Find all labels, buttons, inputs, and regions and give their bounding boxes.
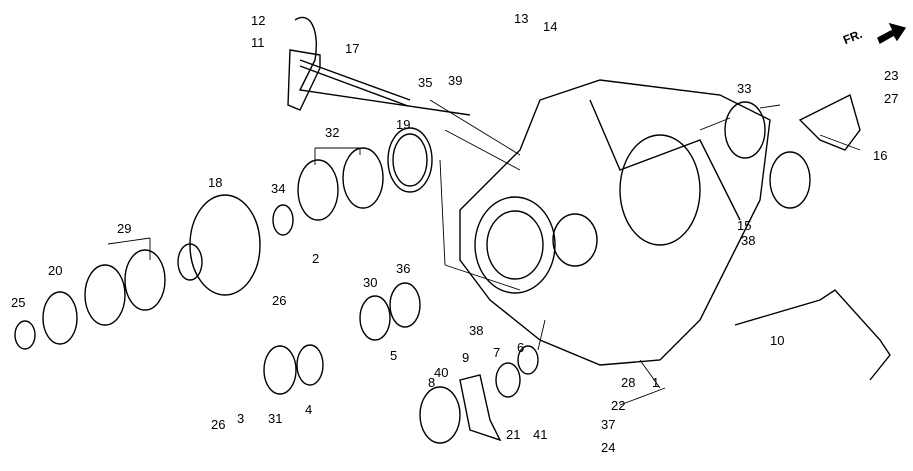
callout-34: 34 [271,181,286,196]
oil-pipe [734,289,891,381]
front-direction-arrow-icon [877,22,907,45]
callout-23: 23 [884,68,899,83]
callout-2: 2 [312,251,320,266]
callout-25: 25 [11,295,26,310]
transmission-housing [459,79,771,366]
callout-6: 6 [517,340,525,355]
callout-30: 30 [363,275,378,290]
callout-4: 4 [305,402,313,417]
callout-41: 41 [533,427,548,442]
callout-5: 5 [390,348,398,363]
callout-38: 38 [741,233,756,248]
callout-19: 19 [396,117,411,132]
callout-1: 1 [652,375,660,390]
callout-33: 33 [737,81,752,96]
bearings-and-rings [14,101,811,444]
callout-39: 39 [448,73,463,88]
shift-shaft [287,49,411,111]
callout-28: 28 [621,375,636,390]
callout-40: 40 [434,365,449,380]
callout-20: 20 [48,263,63,278]
callout-8: 8 [428,375,436,390]
callout-16: 16 [873,148,888,163]
callout-22: 22 [611,398,626,413]
callout-7: 7 [493,345,501,360]
callout-31: 31 [268,411,283,426]
oil-guide-plate [459,374,502,442]
leader-lines [107,99,861,406]
callout-11: 11 [251,35,265,50]
callout-18: 18 [208,175,223,190]
callout-32: 32 [325,125,340,140]
callout-12: 12 [251,13,266,28]
callout-14: 14 [543,19,558,34]
callout-26: 26 [272,293,287,308]
callout-15: 15 [737,218,752,233]
callout-27: 27 [884,91,899,106]
callout-10: 10 [770,333,785,348]
callout-36: 36 [396,261,411,276]
callout-24: 24 [601,440,616,455]
breather-tube [294,16,471,116]
release-fork [798,93,861,151]
callout-21: 21 [506,427,521,442]
callout-38: 38 [469,323,484,338]
callout-26: 26 [211,417,226,432]
callout-17: 17 [345,41,360,56]
callout-3: 3 [237,411,245,426]
callout-37: 37 [601,417,616,432]
callout-29: 29 [117,221,132,236]
callout-9: 9 [462,350,470,365]
callout-13: 13 [514,11,529,26]
callout-35: 35 [418,75,433,90]
